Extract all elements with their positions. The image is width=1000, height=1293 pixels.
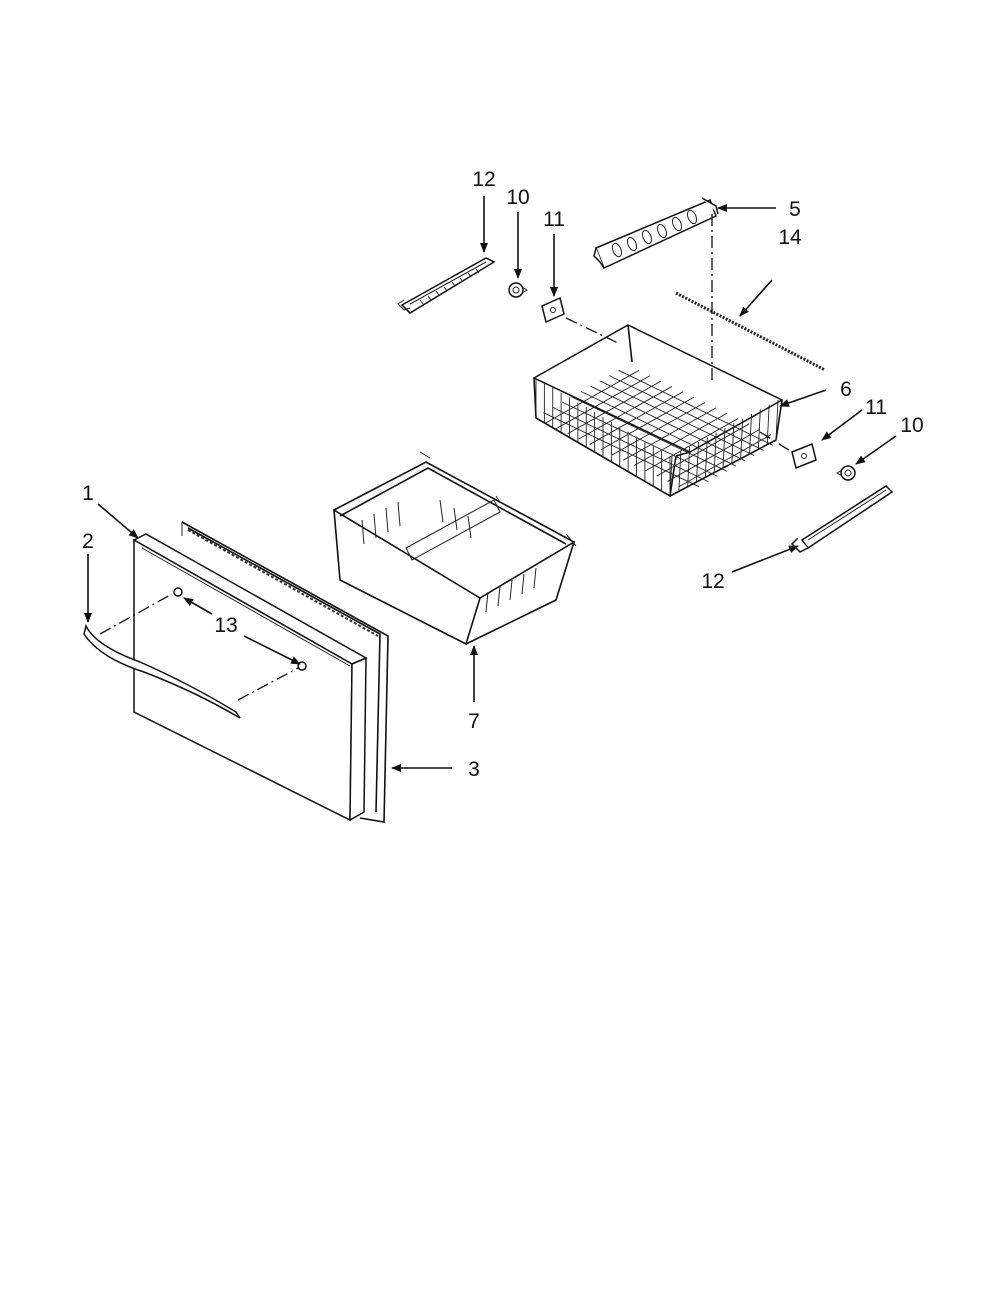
callout-2: 2 [82, 530, 94, 553]
callout-labels: 12 10 11 5 14 6 11 10 12 1 2 13 7 3 [82, 168, 924, 781]
divider-part-5 [593, 197, 719, 270]
callout-1: 1 [82, 482, 94, 505]
assembly-lines [99, 214, 793, 701]
callout-5: 5 [789, 198, 801, 221]
door-liner-part-3 [181, 521, 389, 823]
rod-part-14 [675, 291, 826, 372]
drawer-bin-part-7 [332, 451, 577, 646]
rail-part-12-bottom [790, 485, 894, 553]
callout-12-top: 12 [472, 168, 495, 191]
callout-3: 3 [468, 758, 480, 781]
callout-10-bottom: 10 [900, 414, 923, 437]
nut-part-10-bottom [836, 465, 856, 481]
callout-12-bottom: 12 [701, 570, 724, 593]
wire-basket-part-6 [532, 324, 784, 498]
door-panel-part-1 [132, 533, 368, 822]
nut-part-10-top [508, 282, 528, 298]
callout-14: 14 [778, 226, 802, 249]
clip-part-11-bottom [791, 442, 817, 470]
callout-6: 6 [840, 378, 852, 401]
callout-11-bottom: 11 [865, 396, 887, 419]
rail-part-12-top [397, 257, 496, 314]
callout-11-top: 11 [543, 208, 565, 231]
handle-part-2 [83, 623, 241, 719]
callout-13: 13 [214, 614, 237, 637]
callout-7: 7 [468, 710, 480, 733]
callout-10-top: 10 [506, 186, 529, 209]
leader-lines [84, 196, 897, 772]
clip-part-11-top [541, 296, 565, 324]
